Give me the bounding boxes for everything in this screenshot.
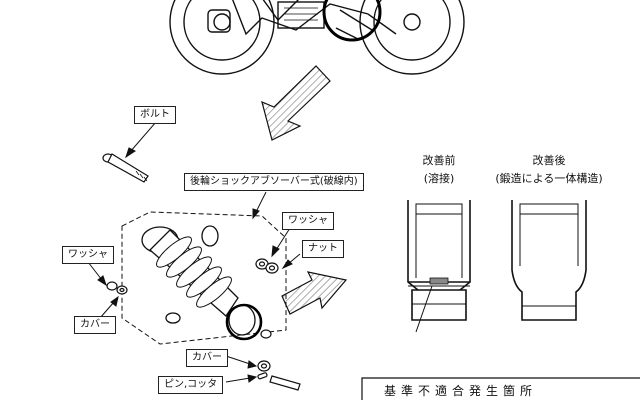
label-assembly: 後輪ショックアブソーバー式(破線内)	[184, 173, 364, 191]
after-title: 改善後	[532, 154, 566, 167]
shock-absorber	[141, 225, 256, 336]
label-pin: ピン,コッタ	[158, 376, 224, 394]
small-parts	[106, 258, 301, 391]
label-bolt: ボルト	[134, 106, 176, 124]
before-title: 改善前	[422, 154, 456, 167]
leader-lines	[87, 121, 301, 383]
defect-caption: 基準不適合発生箇所	[384, 384, 538, 398]
motorcycle-illustration	[169, 0, 465, 75]
assembly-boundary	[121, 211, 287, 345]
defect-frame	[361, 377, 640, 400]
label-cover-left: カバー	[74, 316, 116, 334]
label-nut: ナット	[302, 240, 344, 258]
bolt-part	[102, 153, 149, 183]
after-subtitle: (鍛造による一体構造)	[495, 172, 603, 185]
label-cover-bottom: カバー	[186, 349, 228, 367]
detail-arrow	[281, 271, 348, 315]
zoom-arrow	[261, 65, 331, 141]
before-subtitle: (溶接)	[423, 172, 455, 185]
part-before	[407, 200, 471, 321]
label-washer-left: ワッシャ	[62, 246, 114, 264]
part-after	[511, 200, 587, 321]
defect-leader	[415, 285, 433, 333]
label-washer-right: ワッシャ	[282, 212, 334, 230]
highlight-circle-mount	[225, 303, 263, 341]
highlight-circle-frame	[322, 0, 382, 42]
